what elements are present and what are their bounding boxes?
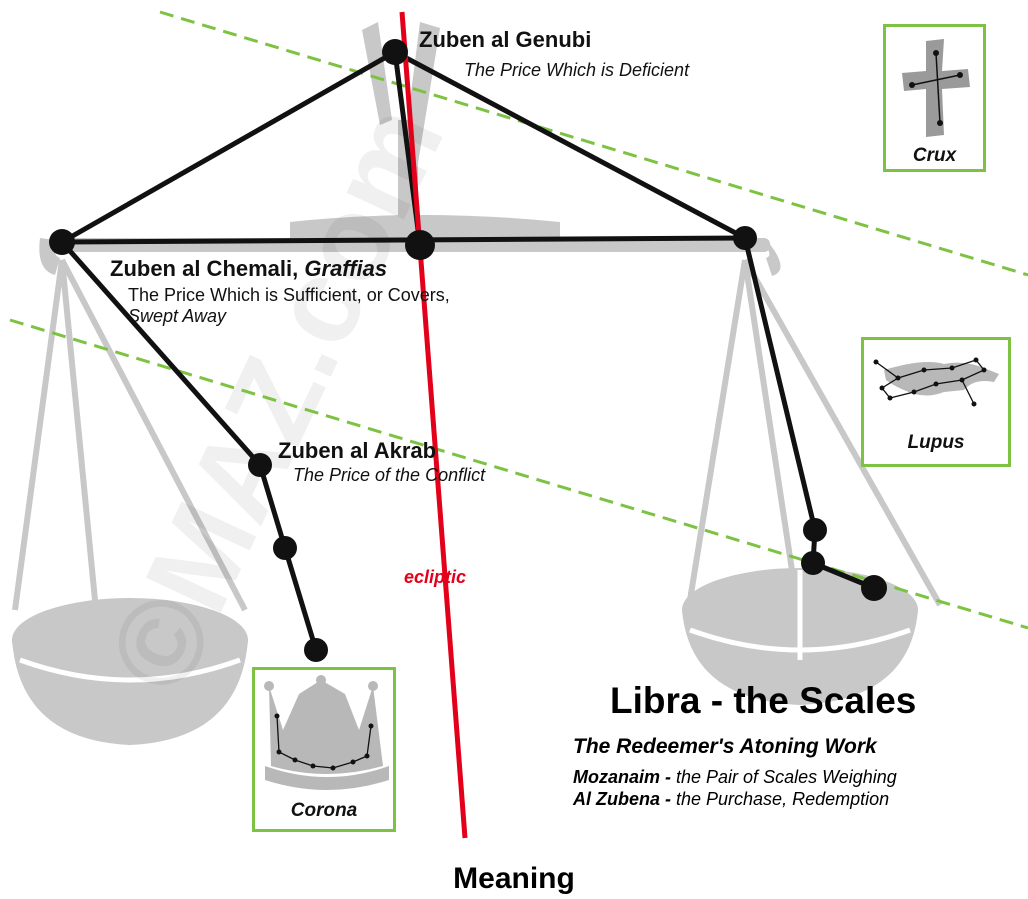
- left-pan: [12, 598, 248, 745]
- crux-figure: [902, 39, 970, 137]
- name-term: Al Zubena -: [573, 789, 671, 809]
- name-meaning: the Purchase, Redemption: [671, 789, 890, 809]
- ecliptic-label: ecliptic: [404, 567, 467, 587]
- constellation-stars: [49, 39, 887, 662]
- corona-inset: Corona: [252, 667, 396, 832]
- left-pan-strings: [12, 258, 248, 612]
- meaning-zuben-al-genubi: The Price Which is Deficient: [464, 60, 690, 80]
- star-center-beam: [405, 230, 435, 260]
- star-zuben-al-akrab: [248, 453, 272, 477]
- lupus-label: Lupus: [907, 432, 965, 453]
- lupus-figure: [873, 357, 999, 407]
- diagram-subtitle: The Redeemer's Atoning Work: [573, 735, 877, 758]
- star-zuben-al-genubi: [382, 39, 408, 65]
- name-row-al-zubena: Al Zubena - the Purchase, Redemption: [573, 789, 889, 810]
- name-term: Mozanaim -: [573, 767, 672, 787]
- meaning-zuben-al-akrab: The Price of the Conflict: [293, 465, 486, 485]
- crux-label: Crux: [912, 145, 957, 166]
- name-meaning: the Pair of Scales Weighing: [671, 767, 897, 787]
- star-right-lower-2: [801, 551, 825, 575]
- label-zuben-al-akrab: Zuben al Akrab: [278, 438, 437, 463]
- crux-inset: Crux: [883, 24, 986, 172]
- label-zuben-al-chemali-name: Zuben al Chemali,: [110, 256, 299, 281]
- label-zuben-al-chemali-alt: Graffias: [304, 256, 388, 281]
- constellation-lines: [60, 49, 875, 651]
- star-left-lower-1: [273, 536, 297, 560]
- lupus-inset: Lupus: [861, 337, 1011, 467]
- star-right-beam: [733, 226, 757, 250]
- right-pan: [682, 568, 918, 705]
- star-zuben-al-chemali: [49, 229, 75, 255]
- corona-figure: [264, 675, 389, 790]
- corona-label: Corona: [290, 800, 358, 821]
- right-pan-strings: [687, 258, 943, 607]
- star-right-lower-1: [803, 518, 827, 542]
- footer-caption: Meaning: [453, 862, 575, 895]
- name-row-mozanaim: Mozanaim - the Pair of Scales Weighing: [573, 767, 897, 788]
- guide-line-upper: [159, 10, 1028, 277]
- star-right-lower-3: [861, 575, 887, 601]
- meaning-zuben-al-chemali: The Price Which is Sufficient, or Covers…: [128, 285, 450, 305]
- meaning-zuben-al-chemali-2: Swept Away: [128, 306, 227, 326]
- label-zuben-al-genubi: Zuben al Genubi: [419, 27, 592, 52]
- ecliptic-line: [399, 11, 468, 839]
- star-left-lower-2: [304, 638, 328, 662]
- label-zuben-al-chemali: Zuben al Chemali, Graffias: [110, 256, 387, 282]
- diagram-title: Libra - the Scales: [610, 680, 917, 721]
